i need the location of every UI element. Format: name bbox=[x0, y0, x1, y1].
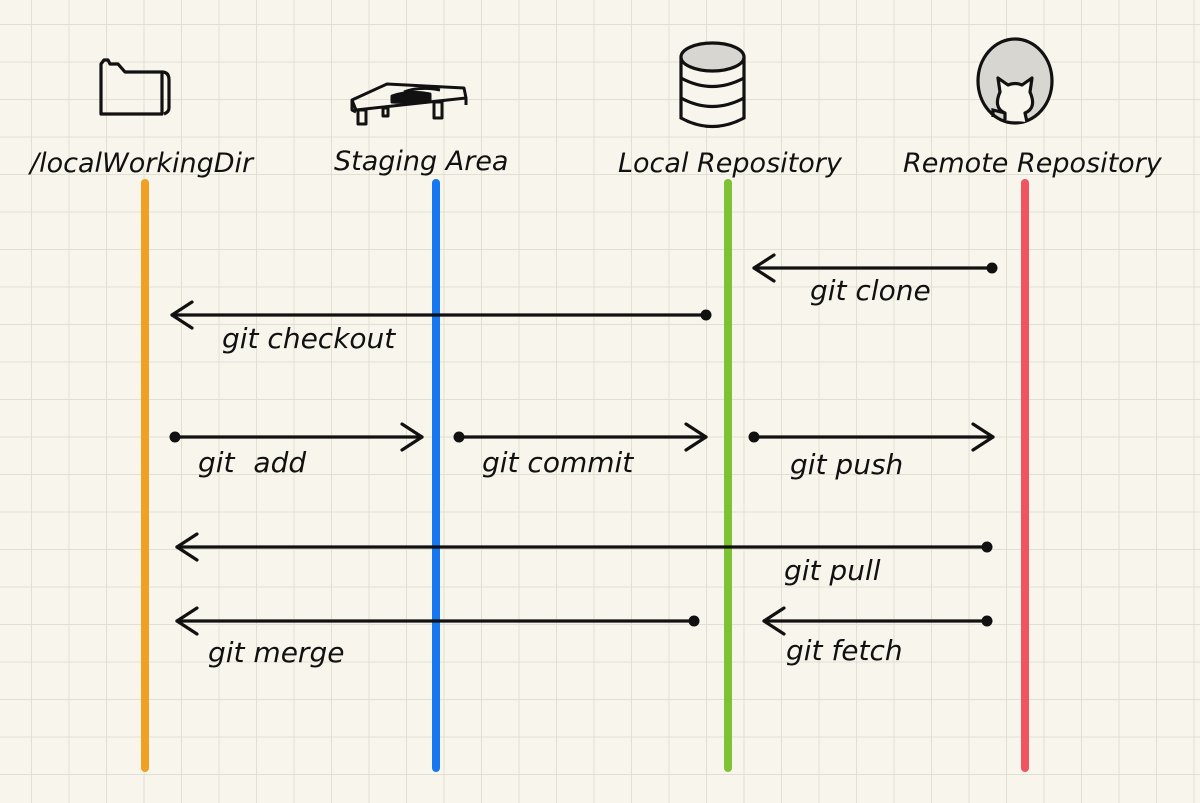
arrow-tail-dot bbox=[981, 541, 993, 553]
arrow-git-merge bbox=[175, 606, 700, 636]
arrow-tail-dot bbox=[986, 262, 998, 274]
arrow-head-icon bbox=[684, 422, 708, 452]
lane-label-local: Local Repository bbox=[618, 148, 843, 179]
arrow-label-git-push: git push bbox=[790, 448, 903, 481]
arrow-git-fetch bbox=[762, 606, 993, 636]
arrow-tail-dot bbox=[700, 309, 712, 321]
arrow-head-icon bbox=[170, 300, 194, 330]
arrow-label-git-pull: git pull bbox=[784, 554, 881, 587]
arrow-label-git-clone: git clone bbox=[810, 274, 931, 307]
lane-label-staging: Staging Area bbox=[334, 146, 508, 177]
database-icon bbox=[679, 41, 746, 128]
arrow-head-icon bbox=[400, 422, 424, 452]
arrow-label-git-fetch: git fetch bbox=[786, 634, 903, 667]
arrow-git-checkout bbox=[170, 300, 712, 330]
arrow-head-icon bbox=[175, 606, 199, 636]
folder-icon bbox=[99, 58, 171, 116]
arrow-label-git-commit: git commit bbox=[482, 446, 634, 479]
arrow-tail-dot bbox=[453, 431, 465, 443]
lane-label-remote: Remote Repository bbox=[903, 148, 1163, 179]
arrow-head-icon bbox=[762, 606, 786, 636]
arrow-label-git-add: git add bbox=[198, 446, 306, 479]
arrow-label-git-checkout: git checkout bbox=[222, 322, 396, 355]
arrow-git-clone bbox=[752, 253, 998, 283]
arrow-tail-dot bbox=[169, 431, 181, 443]
arrow-git-pull bbox=[175, 532, 993, 562]
arrow-git-add bbox=[169, 422, 424, 452]
github-cat-icon bbox=[976, 37, 1054, 125]
arrow-head-icon bbox=[175, 532, 199, 562]
arrow-label-git-merge: git merge bbox=[208, 636, 344, 669]
arrow-head-icon bbox=[752, 253, 776, 283]
lane-label-working: /localWorkingDir bbox=[28, 148, 255, 179]
arrow-git-commit bbox=[453, 422, 708, 452]
arrow-tail-dot bbox=[981, 615, 993, 627]
arrow-git-push bbox=[748, 422, 995, 452]
arrow-tail-dot bbox=[688, 615, 700, 627]
arrow-head-icon bbox=[971, 422, 995, 452]
arrow-tail-dot bbox=[748, 431, 760, 443]
desk-icon bbox=[350, 82, 468, 126]
